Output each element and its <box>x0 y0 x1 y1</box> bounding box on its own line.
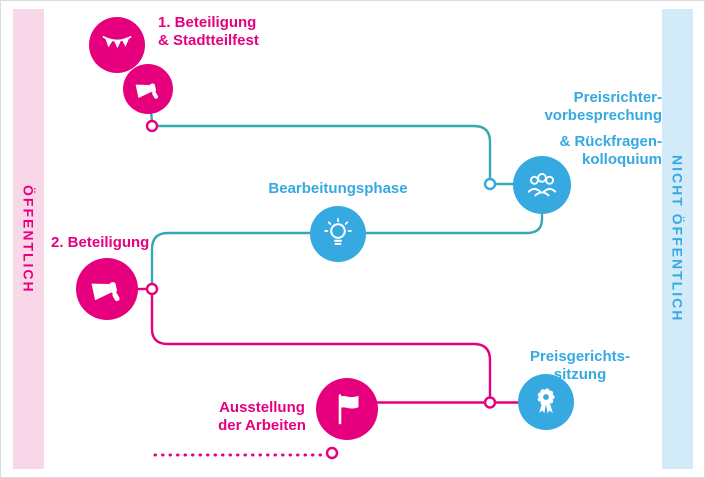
label-exhibition: Ausstellung der Arbeiten <box>192 399 332 435</box>
circle-jury-briefing <box>513 156 571 214</box>
lightbulb-icon <box>324 218 352 246</box>
flow-node-4 <box>483 396 497 409</box>
megaphone-icon <box>91 282 120 302</box>
circle-jury-session <box>518 374 574 430</box>
connector-participation2-to-jury <box>150 295 492 402</box>
flow-node-1 <box>145 119 159 133</box>
label-jury-briefing-line1: Preisrichter- <box>573 89 662 106</box>
circle-working-phase <box>310 206 366 262</box>
circle-participation1-megaphone <box>123 64 173 114</box>
label-jury-session: Preisgerichts- sitzung <box>510 348 650 384</box>
bunting-icon <box>102 36 132 49</box>
band-public-label: ÖFFENTLICH <box>20 184 37 294</box>
flow-node-5 <box>325 446 339 460</box>
label-jury-briefing: Preisrichter- vorbesprechung & Rückfrage… <box>462 89 662 169</box>
label-participation1-line2: & Stadtteilfest <box>158 32 259 49</box>
label-exhibition-line1: Ausstellung <box>219 399 305 416</box>
label-jury-briefing-line2: vorbesprechung <box>544 107 662 124</box>
rosette-icon <box>537 388 555 414</box>
label-exhibition-line2: der Arbeiten <box>218 417 306 434</box>
flow-node-2 <box>483 177 497 191</box>
label-working-phase: Bearbeitungsphase <box>268 180 408 197</box>
label-jury-briefing-line4: kolloquium <box>582 151 662 168</box>
label-jury-session-line1: Preisgerichts- <box>529 348 631 365</box>
label-jury-session-line2: sitzung <box>553 366 607 383</box>
band-not-public: NICHT ÖFFENTLICH <box>662 9 693 469</box>
band-not-public-label: NICHT ÖFFENTLICH <box>669 155 686 323</box>
flow-node-3 <box>145 282 159 296</box>
label-jury-briefing-line3: & Rückfragen- <box>559 133 662 150</box>
flag-icon <box>338 394 359 425</box>
connector-step1-to-briefing <box>149 112 492 178</box>
audience-icon <box>527 173 557 197</box>
circle-participation1-festival <box>89 17 145 73</box>
band-public: ÖFFENTLICH <box>13 9 44 469</box>
circle-participation2 <box>76 258 138 320</box>
megaphone-icon <box>135 83 159 99</box>
circle-exhibition <box>316 378 378 440</box>
label-participation1: 1. Beteiligung & Stadtteilfest <box>158 14 259 50</box>
label-participation2: 2. Beteiligung <box>51 234 150 251</box>
label-participation1-line1: 1. Beteiligung <box>158 14 257 31</box>
